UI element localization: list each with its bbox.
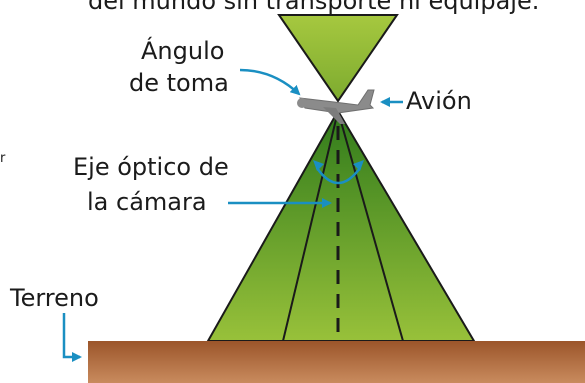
ground-label: Terreno bbox=[9, 284, 99, 312]
plane-icon bbox=[297, 89, 375, 124]
upper-cone bbox=[277, 14, 399, 103]
top-text: del mundo sin transporte ni equipaje. bbox=[88, 0, 539, 15]
capture-angle-arc bbox=[315, 167, 362, 185]
inner-ray-left bbox=[282, 110, 339, 342]
angle-label-arrow bbox=[239, 68, 301, 96]
optical-axis-label-line1: Eje óptico de bbox=[73, 153, 229, 181]
optical-axis-label-line2: la cámara bbox=[87, 188, 207, 216]
ground-label-arrow bbox=[62, 313, 82, 362]
ground-strip bbox=[88, 341, 585, 383]
lower-cone bbox=[206, 109, 476, 342]
angle-label-line1: Ángulo bbox=[141, 36, 224, 65]
angle-label-line2: de toma bbox=[129, 69, 229, 97]
side-mark: r bbox=[0, 151, 6, 166]
inner-ray-right bbox=[337, 110, 404, 342]
plane-label: Avión bbox=[406, 87, 472, 115]
